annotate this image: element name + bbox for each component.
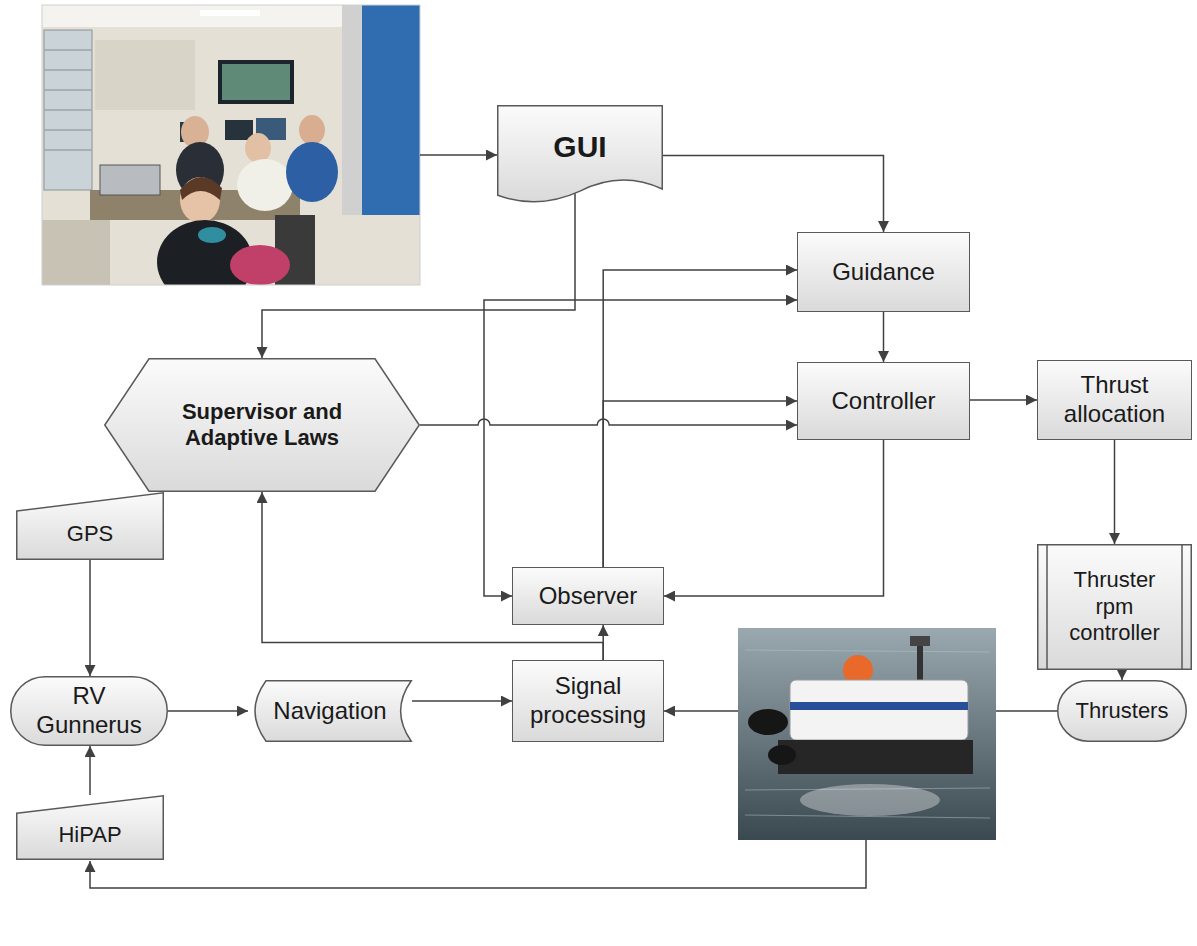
connector bbox=[89, 560, 91, 676]
node-outline-path bbox=[105, 359, 420, 492]
rov-body bbox=[790, 680, 968, 740]
rov-photo bbox=[738, 628, 996, 840]
person-head bbox=[299, 115, 325, 145]
sea bbox=[738, 628, 996, 840]
node-outline-path bbox=[1038, 545, 1192, 670]
wall-screen-image bbox=[222, 64, 290, 100]
node-outline-path bbox=[17, 796, 164, 860]
layout-lines bbox=[90, 155, 1057, 888]
process-box: Guidance bbox=[797, 232, 970, 312]
connector bbox=[420, 419, 797, 425]
node-label: Controller bbox=[831, 387, 935, 416]
photo-frame bbox=[42, 5, 420, 285]
blue-cabinet bbox=[362, 5, 420, 215]
rov-frame bbox=[778, 740, 973, 774]
node-label: RV Gunnerus bbox=[30, 682, 148, 740]
hipap-arrow bbox=[90, 840, 866, 888]
photo-arrow bbox=[420, 154, 497, 156]
hexagon-box: Supervisor and Adaptive Laws bbox=[104, 358, 420, 492]
shelf bbox=[95, 40, 195, 110]
node-outline-path bbox=[17, 493, 164, 560]
connector bbox=[663, 155, 884, 232]
control-room-photo bbox=[42, 5, 420, 285]
node-outline-path bbox=[1058, 681, 1187, 742]
window bbox=[44, 30, 92, 190]
connector bbox=[1114, 440, 1116, 544]
process-box: Signal processing bbox=[512, 660, 664, 742]
person-body bbox=[237, 159, 293, 211]
node-label: Thrust allocation bbox=[1048, 371, 1181, 429]
terminator-box: RV Gunnerus bbox=[10, 676, 168, 746]
thruster-line bbox=[996, 710, 1057, 712]
connector bbox=[262, 193, 575, 358]
node-label: Navigation bbox=[273, 697, 386, 726]
node-outline-path bbox=[11, 677, 168, 746]
connector bbox=[412, 700, 512, 702]
rov-arrow bbox=[664, 710, 738, 712]
connector bbox=[89, 746, 91, 795]
predefined-bar bbox=[1046, 544, 1048, 670]
connector bbox=[168, 710, 248, 712]
laptop bbox=[100, 165, 160, 195]
cabinet-edge bbox=[342, 5, 362, 215]
node-label: Signal processing bbox=[523, 672, 653, 730]
node-outline-path bbox=[255, 681, 411, 742]
connector bbox=[883, 312, 885, 362]
connector bbox=[970, 399, 1037, 401]
connector bbox=[484, 300, 797, 596]
connector bbox=[664, 440, 884, 596]
person-body bbox=[286, 142, 338, 202]
node-label: HiPAP bbox=[58, 822, 121, 848]
node-label: GPS bbox=[67, 521, 113, 547]
predefined-process-box: Thruster rpm controller bbox=[1037, 544, 1192, 670]
rov-mast bbox=[917, 640, 923, 682]
rov-thruster bbox=[748, 709, 788, 735]
connector bbox=[1121, 670, 1123, 680]
node-label: Guidance bbox=[832, 258, 935, 287]
node-label: GUI bbox=[553, 129, 606, 165]
node-label: Thruster rpm controller bbox=[1055, 567, 1174, 646]
monitor bbox=[225, 120, 253, 140]
person-head bbox=[245, 133, 271, 163]
jacket bbox=[230, 245, 290, 285]
person-hair bbox=[180, 177, 222, 200]
predefined-bar bbox=[1181, 544, 1183, 670]
manual-input-box: GPS bbox=[16, 492, 164, 560]
rov-thruster bbox=[768, 745, 796, 765]
node-label: Supervisor and Adaptive Laws bbox=[154, 399, 370, 452]
data-store-box: Navigation bbox=[248, 680, 412, 742]
wall-screen bbox=[218, 60, 294, 104]
node-outline-path bbox=[498, 106, 663, 202]
connector bbox=[603, 401, 797, 567]
terminator-box: Thrusters bbox=[1057, 680, 1187, 742]
splash bbox=[800, 784, 940, 816]
box bbox=[42, 220, 110, 285]
ceiling-light bbox=[200, 10, 260, 16]
process-box: Observer bbox=[512, 567, 664, 625]
window-blinds bbox=[44, 50, 92, 150]
rov-camera bbox=[910, 636, 930, 646]
ripples bbox=[745, 650, 990, 818]
node-label: Thrusters bbox=[1076, 698, 1169, 724]
connector bbox=[603, 270, 797, 567]
manual-input-box: HiPAP bbox=[16, 795, 164, 860]
document-box: GUI bbox=[497, 105, 663, 210]
process-box: Controller bbox=[797, 362, 970, 440]
rov-stripe bbox=[790, 702, 968, 710]
process-box: Thrust allocation bbox=[1037, 360, 1192, 440]
scarf bbox=[198, 227, 226, 243]
node-label: Observer bbox=[539, 582, 638, 611]
